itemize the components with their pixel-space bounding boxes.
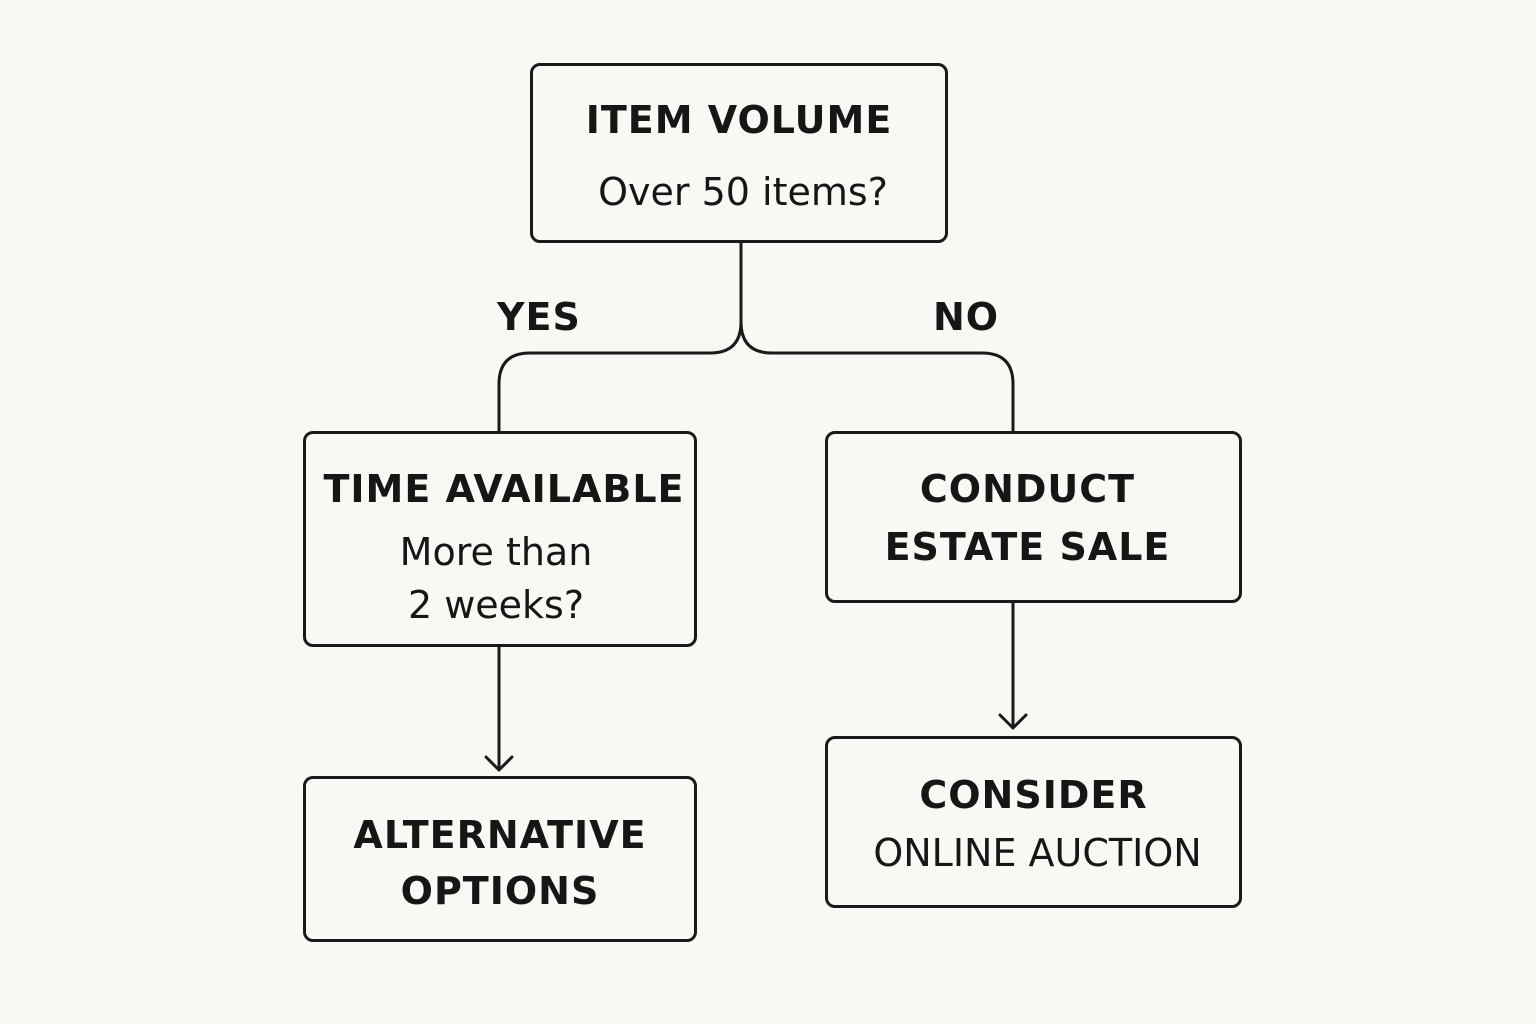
- time-available-question-line2: 2 weeks?: [407, 583, 585, 627]
- alternative-options-line2: OPTIONS: [400, 869, 600, 913]
- estate-sale-line1: CONDUCT: [919, 467, 1136, 511]
- estate-sale-line2: ESTATE SALE: [884, 525, 1171, 569]
- no-label: NO: [933, 295, 1000, 339]
- item-volume-node: ITEM VOLUME Over 50 items?: [530, 63, 948, 243]
- item-volume-title: ITEM VOLUME: [585, 98, 893, 142]
- connector-yes-branch: [497, 320, 743, 434]
- estate-sale-node: CONDUCT ESTATE SALE: [825, 431, 1242, 603]
- connector-no-branch: [739, 320, 1015, 434]
- online-auction-node: CONSIDER ONLINE AUCTION: [825, 736, 1242, 908]
- online-auction-line2: ONLINE AUCTION: [873, 831, 1202, 875]
- time-available-question-line1: More than: [399, 530, 593, 574]
- item-volume-question: Over 50 items?: [598, 170, 888, 214]
- arrowhead-alternative: [484, 755, 514, 772]
- online-auction-line1: CONSIDER: [919, 773, 1148, 817]
- arrowhead-auction: [998, 713, 1028, 730]
- yes-label: YES: [497, 295, 581, 339]
- time-available-node: TIME AVAILABLE More than 2 weeks?: [303, 431, 697, 647]
- alternative-options-node: ALTERNATIVE OPTIONS: [303, 776, 697, 942]
- time-available-title: TIME AVAILABLE: [323, 467, 685, 511]
- alternative-options-line1: ALTERNATIVE: [353, 813, 647, 857]
